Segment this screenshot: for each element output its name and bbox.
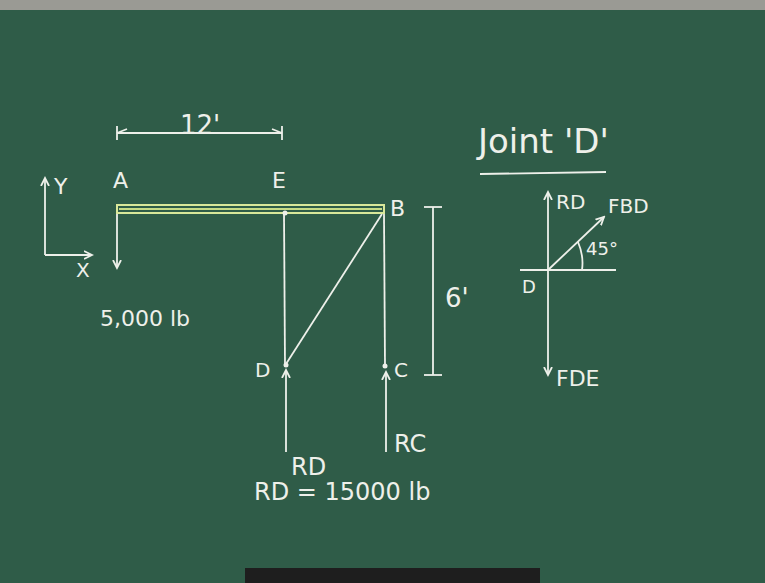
member-bc [384, 214, 385, 366]
axis-label: X [76, 260, 90, 280]
reaction-arrow [385, 372, 387, 452]
dimension-tick [424, 206, 442, 208]
member-de [284, 213, 285, 364]
reference-line [520, 269, 616, 271]
dimension-tick [424, 374, 442, 376]
axis-label: Y [54, 176, 67, 198]
force-arrow [547, 192, 549, 270]
beam-fill [119, 208, 382, 210]
joint-dot [284, 363, 289, 368]
load-arrow [116, 212, 118, 268]
joint-label: D [522, 278, 536, 296]
force-arrow [547, 270, 549, 375]
force-label: FDE [556, 368, 600, 390]
chalk-tray [245, 568, 540, 583]
dimension-tick [272, 129, 282, 133]
dimension-line [432, 207, 434, 375]
angle-arc [578, 242, 583, 270]
x-axis [45, 254, 92, 256]
beam [117, 205, 384, 213]
joint-label: A [113, 170, 128, 192]
joint-label: E [272, 170, 286, 192]
dimension-label: 6' [445, 285, 469, 311]
reaction-label: RC [394, 432, 426, 456]
joint-label: D [255, 360, 270, 380]
section-heading: Joint 'D' [478, 124, 609, 158]
dimension-tick [117, 129, 127, 133]
underline [480, 172, 606, 174]
joint-dot [383, 364, 388, 369]
dimension-label: 12' [180, 112, 220, 138]
board-ground [0, 10, 765, 583]
angle-label: 45° [586, 240, 618, 258]
load-label: 5,000 lb [100, 308, 190, 330]
board-frame [0, 0, 765, 10]
joint-label: B [390, 198, 405, 220]
reaction-label: RD [291, 455, 326, 479]
y-axis [44, 178, 46, 255]
result-label: RD = 15000 lb [254, 480, 430, 504]
force-label: RD [556, 192, 585, 212]
joint-dot [283, 211, 288, 216]
joint-label: C [394, 360, 408, 380]
member-bd [286, 214, 382, 364]
force-label: FBD [608, 196, 649, 216]
reaction-arrow [285, 370, 287, 452]
